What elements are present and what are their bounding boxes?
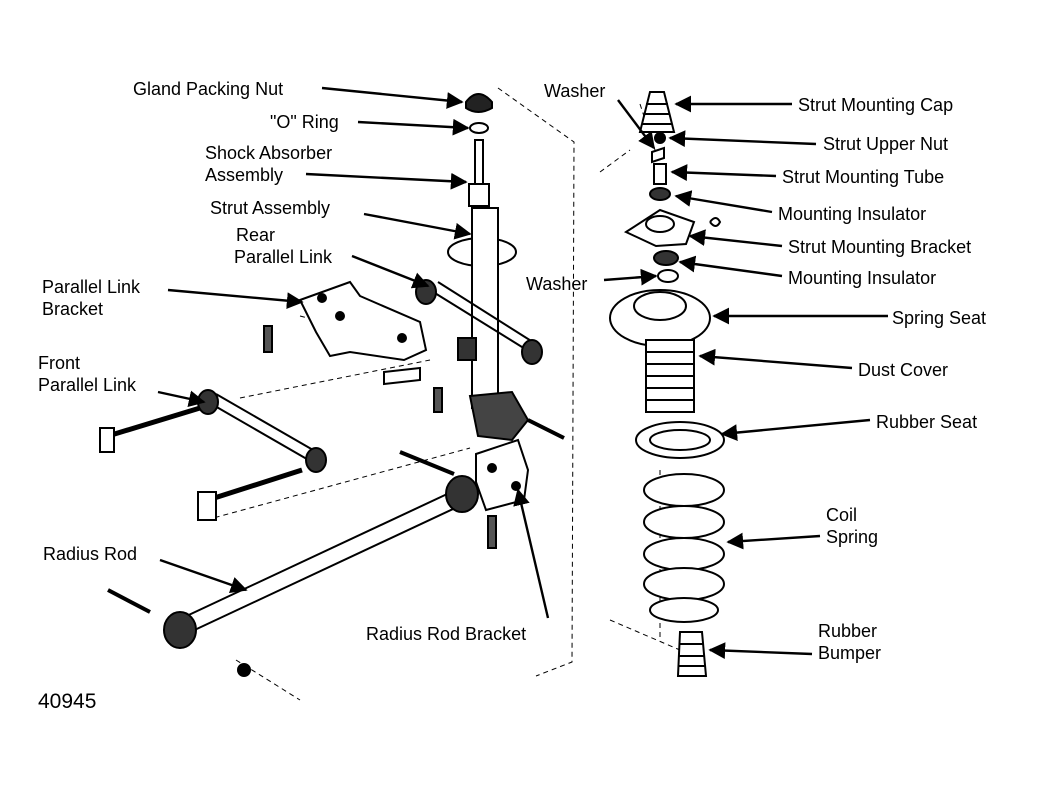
arrow-washer-mid (603, 268, 658, 286)
arrow-mounting-insulator-bottom (678, 255, 783, 278)
label-o-ring: "O" Ring (270, 112, 339, 132)
mounting-insulator-top-part (649, 187, 671, 201)
arrow-rubber-bumper (708, 642, 813, 659)
arrow-rear-parallel-link (351, 254, 430, 289)
label-rubber-bumper-line1: Rubber (818, 621, 878, 641)
label-washer-top: Washer (544, 81, 606, 101)
label-radius-rod: Radius Rod (43, 544, 138, 564)
shock-body-top (468, 183, 490, 207)
arrow-washer-top (617, 99, 656, 150)
coil-spring-part (643, 473, 725, 507)
shock-absorber-assembly (447, 93, 565, 442)
misc-hardware (709, 217, 722, 227)
label-front-parallel-link-line2: Parallel Link (38, 375, 137, 395)
strut-upper-nut-part (654, 132, 666, 144)
spindle-part (527, 418, 565, 440)
label-rear-parallel-link-line1: Rear (236, 225, 276, 245)
radius-rod-part (107, 450, 497, 677)
label-coil-spring-line2: Spring (826, 527, 879, 547)
arrow-mounting-insulator-top (674, 190, 773, 214)
label-front-parallel-link-line1: Front (38, 353, 81, 373)
strut-clamp-part (457, 337, 477, 361)
label-parallel-link-bracket-line1: Parallel Link (42, 277, 141, 297)
label-coil-spring-line1: Coil (826, 505, 858, 525)
label-shock-absorber-line2: Assembly (205, 165, 284, 185)
mounting-insulator-bottom-part (653, 250, 679, 266)
arrow-coil-spring (726, 532, 821, 550)
label-rear-parallel-link-line2: Parallel Link (234, 247, 333, 267)
strut-knuckle-part (468, 390, 530, 442)
label-washer-mid: Washer (526, 274, 588, 294)
gland-packing-nut-part (465, 93, 493, 113)
leader-arrows (157, 86, 888, 659)
washer-top-part (651, 146, 665, 164)
label-spring-seat: Spring Seat (892, 308, 987, 328)
label-strut-mounting-tube: Strut Mounting Tube (782, 167, 945, 187)
label-gland-packing-nut: Gland Packing Nut (133, 79, 284, 99)
arrow-shock-absorber (305, 172, 468, 190)
front-parallel-link-part (99, 387, 443, 521)
label-mounting-insulator-bottom: Mounting Insulator (788, 268, 937, 288)
label-strut-mounting-cap: Strut Mounting Cap (798, 95, 954, 115)
label-parallel-link-bracket-line2: Bracket (42, 299, 104, 319)
arrow-gland-packing-nut (321, 86, 464, 109)
o-ring-part (469, 122, 489, 134)
arrow-rubber-seat (720, 418, 871, 441)
arrow-radius-rod-bracket (513, 488, 550, 619)
rubber-bumper-part (676, 631, 708, 677)
label-mounting-insulator-top: Mounting Insulator (778, 204, 927, 224)
piston-rod-part (474, 139, 484, 191)
label-dust-cover: Dust Cover (858, 360, 949, 380)
arrow-dust-cover (698, 348, 853, 370)
label-strut-upper-nut: Strut Upper Nut (823, 134, 949, 154)
figure-number: 40945 (38, 690, 97, 713)
label-shock-absorber-line1: Shock Absorber (205, 143, 333, 163)
arrow-radius-rod (159, 558, 248, 593)
arrow-o-ring (357, 118, 470, 136)
arrow-front-parallel-link (157, 390, 206, 407)
label-radius-rod-bracket: Radius Rod Bracket (366, 624, 527, 644)
arrow-strut-mounting-bracket (688, 229, 783, 248)
washer-mid-part (657, 269, 679, 283)
strut-mounting-cap-part (638, 91, 676, 133)
label-strut-mounting-bracket: Strut Mounting Bracket (788, 237, 972, 257)
label-strut-assembly: Strut Assembly (210, 198, 331, 218)
strut-mounting-tube-part (653, 163, 667, 185)
arrow-parallel-link-bracket (167, 288, 304, 310)
coil-spring-assembly (609, 91, 725, 677)
label-rubber-seat: Rubber Seat (876, 412, 978, 432)
arrow-strut-upper-nut (668, 130, 817, 148)
strut-tube-part (471, 207, 499, 409)
parallel-link-bracket-part (263, 280, 428, 386)
arrow-strut-assembly (363, 212, 472, 240)
arrow-strut-mounting-tube (670, 164, 777, 181)
label-rubber-bumper-line2: Bumper (818, 643, 882, 663)
